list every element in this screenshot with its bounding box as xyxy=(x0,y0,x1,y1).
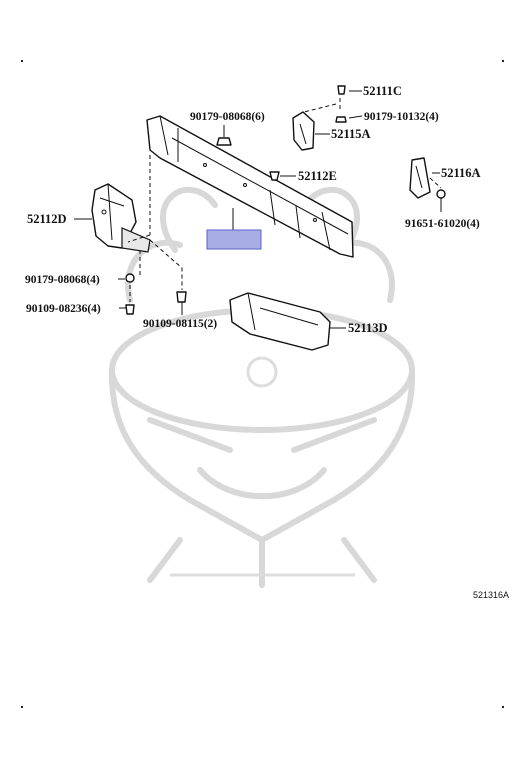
callout-91651-61020[interactable]: 91651-61020(4) xyxy=(405,218,480,230)
highlighted-part-hotspot[interactable] xyxy=(206,229,262,250)
side-support-left xyxy=(91,183,151,253)
callout-52111C[interactable]: 52111C xyxy=(363,84,402,98)
callout-90179-08068-6[interactable]: 90179-08068(6) xyxy=(190,111,265,123)
extension-pad xyxy=(229,292,331,351)
side-bracket-right xyxy=(409,157,431,199)
callout-52116A[interactable]: 52116A xyxy=(441,166,481,180)
callout-52112D[interactable]: 52112D xyxy=(27,212,67,226)
diagram-reference-code: 521316A xyxy=(473,590,509,600)
callout-90109-08115[interactable]: 90109-08115(2) xyxy=(143,318,217,330)
callout-90109-08236[interactable]: 90109-08236(4) xyxy=(26,303,101,315)
assembly-lines xyxy=(127,98,442,302)
callout-52113D[interactable]: 52113D xyxy=(348,321,388,335)
corner-marks xyxy=(21,60,504,708)
bumper-bar xyxy=(146,115,354,258)
fasteners xyxy=(125,85,446,315)
bracket-52115A xyxy=(292,111,315,151)
callout-52112E[interactable]: 52112E xyxy=(298,169,337,183)
leader-lines xyxy=(74,90,442,329)
callout-90179-10132[interactable]: 90179-10132(4) xyxy=(364,111,439,123)
callout-90179-08068-4[interactable]: 90179-08068(4) xyxy=(25,274,100,286)
watermark-logo xyxy=(108,186,416,588)
callout-labels: 52111C 90179-10132(4) 52115A 90179-08068… xyxy=(25,84,481,335)
callout-52115A[interactable]: 52115A xyxy=(331,127,371,141)
